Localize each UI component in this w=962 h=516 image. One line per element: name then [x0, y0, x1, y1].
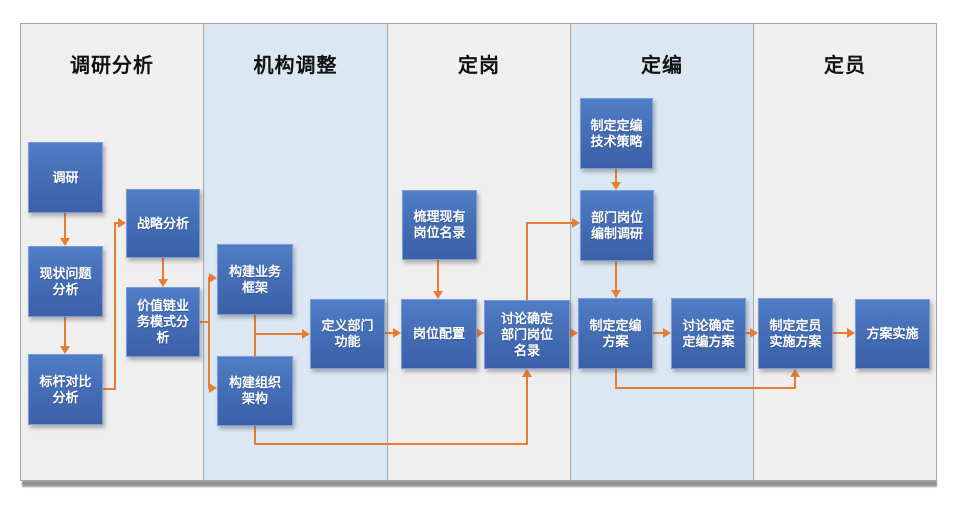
edge-taolundingbian-to-dingyuanfangan-segment: [746, 332, 750, 334]
lane-title: 定岗: [458, 55, 500, 77]
lane-drop-shadow: [22, 481, 937, 488]
edge-dingyuanfangan-to-fanganshishi-segment: [833, 332, 847, 334]
edge-taolunminglu-to-bumengangwei-segment: [526, 222, 572, 224]
lane-title: 定编: [641, 55, 683, 77]
edge-biaogan-to-zhanlve-segment: [103, 388, 116, 390]
edge-dingyibumen-to-gangweipeizhi-segment: [385, 332, 393, 334]
edge-branch-to-dingyibumen-arrowhead: [302, 329, 310, 339]
node-shuli-gangwei-minglu: 梳理现有 岗位名录: [402, 190, 477, 260]
edge-taolundingbian-to-dingyuanfangan-arrowhead: [750, 328, 758, 338]
edge-diaoyan-to-xianzhuang-segment: [64, 213, 66, 238]
edge-jiazhilian-to-goujian-branch-segment: [200, 321, 210, 323]
edge-biaogan-to-zhanlve-segment: [114, 222, 116, 390]
edge-dingbianfangan-to-dingyuanfangan-segment: [794, 377, 796, 389]
edge-jiazhilian-to-goujian-branch-segment: [208, 277, 210, 389]
edge-dingbianfangan-to-taolundingbian-arrowhead: [663, 328, 671, 338]
edge-bumengangwei-to-dingbianfangan-arrowhead: [611, 290, 621, 298]
edge-bumengangwei-to-dingbianfangan-segment: [615, 261, 617, 290]
edge-jishucelve-to-bumengangwei-arrowhead: [611, 182, 621, 190]
edge-xianzhuang-to-biaogan-arrowhead: [60, 346, 70, 354]
edge-zhanlve-to-jiazhilian-segment: [162, 258, 164, 279]
edge-xianzhuang-to-biaogan-segment: [64, 317, 66, 346]
edge-taolunminglu-to-dingbianfangan-arrowhead: [570, 328, 578, 338]
node-xianzhuang-wenti-fenxi: 现状问题 分析: [28, 246, 103, 317]
node-gangwei-peizhi: 岗位配置: [401, 299, 477, 369]
node-diaoyan: 调研: [28, 142, 103, 213]
node-goujian-zuzhi-jiagou: 构建组织 架构: [217, 356, 293, 426]
edge-jiazhilian-to-goujian-branch-arrowhead: [209, 383, 217, 393]
node-dingyi-bumen-gongneng: 定义部门 功能: [310, 299, 385, 369]
edge-zuzhijiagou-to-taolunminglu-segment: [254, 443, 528, 445]
edge-zuzhijiagou-to-taolunminglu-segment: [526, 377, 528, 445]
edge-yewukuangjia-to-zuzhijiagou-segment: [254, 315, 256, 356]
node-dingbian-jishu-celve: 制定定编 技术策略: [580, 98, 653, 169]
node-goujian-yewu-kuangjia: 构建业务 框架: [217, 244, 293, 315]
edge-zhanlve-to-jiazhilian-arrowhead: [158, 279, 168, 287]
node-taolun-bumen-gangwei: 讨论确定 部门岗位 名录: [484, 300, 570, 369]
node-biaogan-duibi-fenxi: 标杆对比 分析: [28, 354, 103, 425]
lane-title: 定员: [824, 55, 866, 77]
node-jiazhilian-moshi-fenxi: 价值链业 务模式分 析: [126, 287, 200, 357]
edge-dingbianfangan-to-dingyuanfangan-arrowhead: [790, 369, 800, 377]
node-dingyuan-shishi-fangan: 制定定员 实施方案: [758, 298, 833, 369]
edge-zuzhijiagou-to-taolunminglu-segment: [254, 426, 256, 445]
edge-taolunminglu-to-bumengangwei-arrowhead: [572, 218, 580, 228]
edge-jishucelve-to-bumengangwei-segment: [615, 169, 617, 182]
edge-shuli-to-gangweipeizhi-segment: [437, 260, 439, 291]
edge-dingyuanfangan-to-fanganshishi-arrowhead: [847, 328, 855, 338]
edge-dingbianfangan-to-dingyuanfangan-segment: [615, 369, 617, 388]
edge-biaogan-to-zhanlve-arrowhead: [118, 218, 126, 228]
edge-dingbianfangan-to-dingyuanfangan-segment: [615, 387, 796, 389]
edge-dingyibumen-to-gangweipeizhi-arrowhead: [393, 328, 401, 338]
node-zhanlve-fenxi: 战略分析: [126, 189, 200, 258]
edge-shuli-to-gangweipeizhi-arrowhead: [433, 291, 443, 299]
lane-headcount-setting: 定员: [753, 23, 937, 481]
edge-diaoyan-to-xianzhuang-arrowhead: [60, 238, 70, 246]
edge-branch-to-dingyibumen-segment: [254, 333, 302, 335]
edge-jiazhilian-to-goujian-branch-arrowhead: [209, 273, 217, 283]
node-bumen-bianzhi-diaoyan: 部门岗位 编制调研: [580, 190, 654, 261]
node-taolun-dingbian-fangan: 讨论确定 定编方案: [671, 298, 746, 369]
edge-taolunminglu-to-bumengangwei-segment: [526, 222, 528, 300]
edge-dingbianfangan-to-taolundingbian-segment: [653, 332, 663, 334]
node-fangan-shishi: 方案实施: [855, 299, 930, 369]
node-zhiding-dingbian-fangan: 制定定编 方案: [578, 298, 653, 369]
edge-gangweipeizhi-to-taolunminglu-arrowhead: [476, 328, 484, 338]
edge-zuzhijiagou-to-taolunminglu-arrowhead: [522, 369, 532, 377]
lane-title: 机构调整: [253, 55, 338, 77]
lane-title: 调研分析: [70, 55, 154, 77]
